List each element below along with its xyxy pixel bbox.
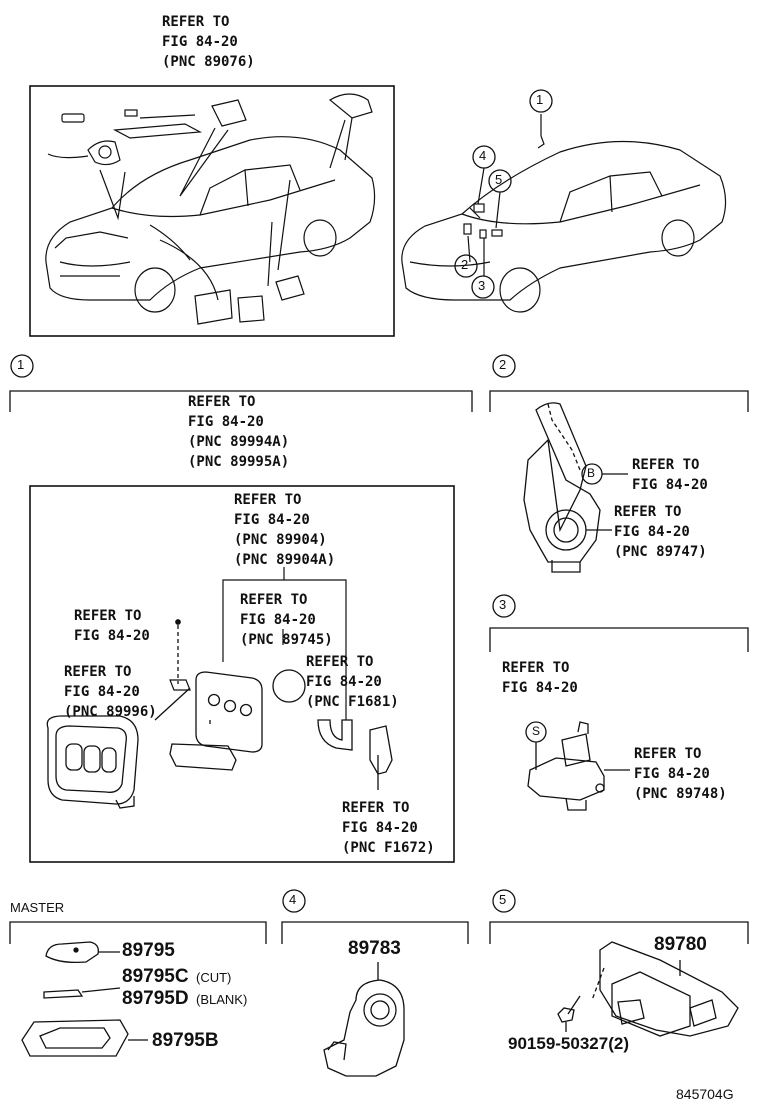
emergency-key xyxy=(369,725,393,775)
master-part-89795: 89795 xyxy=(122,940,175,961)
master-key-1 xyxy=(45,941,99,964)
master-heading: MASTER xyxy=(10,900,65,915)
keypad-case xyxy=(195,671,263,753)
master-part-89795d: 89795D xyxy=(122,988,189,1009)
overview-components xyxy=(47,93,373,325)
overview-car xyxy=(45,136,376,313)
master-part-89795d-note: (BLANK) xyxy=(196,992,248,1007)
clip xyxy=(317,719,353,751)
section1-refer-bottom: REFER TO FIG 84-20 (PNC F1672) xyxy=(342,800,435,856)
section3-refer-a: REFER TO FIG 84-20 xyxy=(502,660,578,696)
section1-refer-right: REFER TO FIG 84-20 (PNC F1681) xyxy=(306,654,399,710)
section1-refer-left-b: REFER TO FIG 84-20 (PNC 89996) xyxy=(64,664,157,720)
sensor-part xyxy=(527,721,605,811)
callout-3: 3 xyxy=(478,278,486,293)
section1-marker-circle xyxy=(10,354,34,378)
coil-part xyxy=(323,979,405,1077)
bolt xyxy=(557,995,581,1023)
section5-bolt-part: 90159-50327(2) xyxy=(508,1034,629,1053)
section5-part-89780: 89780 xyxy=(654,934,707,955)
section1-refer-top: REFER TO FIG 84-20 (PNC 89994A) (PNC 899… xyxy=(188,394,290,470)
section3-refer-b: REFER TO FIG 84-20 (PNC 89748) xyxy=(634,746,727,802)
callout-5: 5 xyxy=(495,172,503,187)
section1-bracket xyxy=(9,390,473,412)
section1-marker: 1 xyxy=(17,357,25,372)
ecu-part xyxy=(591,941,739,1037)
master-part-89795b: 89795B xyxy=(152,1030,219,1051)
section2-letter: B xyxy=(587,466,596,480)
section3-marker: 3 xyxy=(499,597,507,612)
section1-box xyxy=(29,485,455,863)
section2-refer-b: REFER TO FIG 84-20 (PNC 89747) xyxy=(614,504,707,560)
section3-letter: S xyxy=(532,724,541,738)
section1-refer-inner: REFER TO FIG 84-20 (PNC 89904) (PNC 8990… xyxy=(234,492,336,568)
master-key-blade xyxy=(43,989,84,999)
smart-key xyxy=(46,715,139,809)
battery xyxy=(272,669,306,703)
section1-refer-mid: REFER TO FIG 84-20 (PNC 89745) xyxy=(240,592,333,648)
section2-marker: 2 xyxy=(499,357,507,372)
overview-refer-label: REFER TO FIG 84-20 (PNC 89076) xyxy=(162,14,255,70)
locator-car xyxy=(401,114,727,313)
callout-1: 1 xyxy=(536,92,544,107)
section1-refer-left-a: REFER TO FIG 84-20 xyxy=(74,608,150,644)
overview-box xyxy=(29,85,395,337)
antenna-part xyxy=(523,402,601,573)
section4-part-89783: 89783 xyxy=(348,938,401,959)
figure-id: 845704G xyxy=(676,1086,734,1102)
callout-2: 2 xyxy=(461,257,469,272)
section4-marker: 4 xyxy=(289,892,297,907)
section2-refer-a: REFER TO FIG 84-20 xyxy=(632,457,708,493)
master-key-case xyxy=(21,1019,129,1057)
section5-marker: 5 xyxy=(499,892,507,907)
master-part-89795c-note: (CUT) xyxy=(196,970,232,985)
key-plate xyxy=(169,743,237,771)
locator-callouts xyxy=(454,89,553,299)
master-part-89795c: 89795C xyxy=(122,966,189,987)
callout-4: 4 xyxy=(479,148,487,163)
